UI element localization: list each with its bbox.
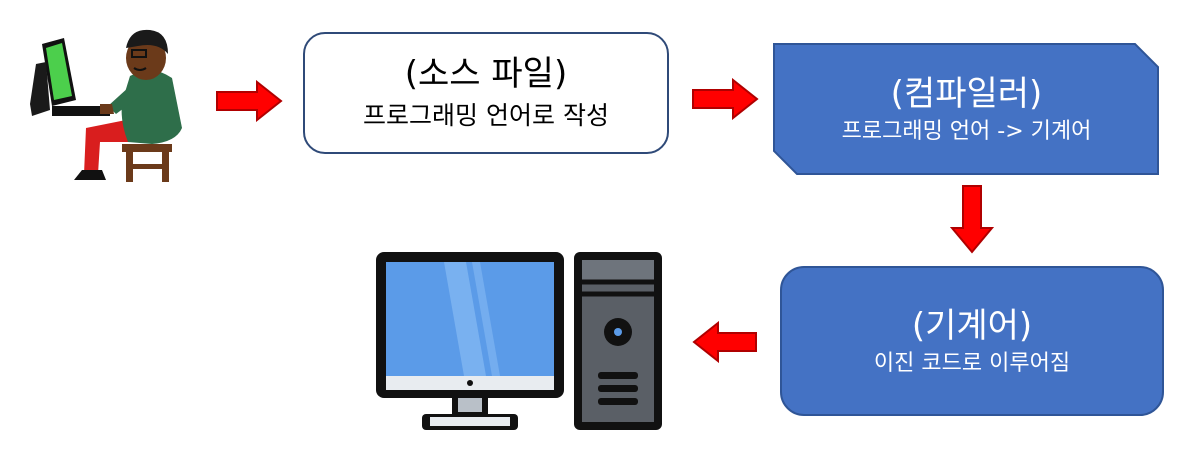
tower: [574, 252, 662, 430]
arrow-down: [950, 185, 994, 254]
arm: [108, 86, 140, 114]
hand: [100, 104, 114, 114]
programmer-at-computer-icon: [30, 29, 182, 182]
programmer-monitor: [30, 38, 76, 116]
compiler-title: (컴파일러): [890, 74, 1043, 114]
machine-code-title: (기계어): [911, 306, 1033, 346]
compiler-box-shape: [773, 43, 1159, 175]
stool: [122, 144, 172, 182]
compiler-box: (컴파일러) 프로그래밍 언어 -> 기계어: [775, 45, 1158, 173]
source-file-title: (소스 파일): [404, 54, 568, 94]
monitor: [376, 252, 564, 430]
torso: [121, 70, 182, 144]
keyboard: [52, 106, 110, 116]
source-file-box: (소스 파일) 프로그래밍 언어로 작성: [303, 32, 669, 154]
machine-code-subtitle: 이진 코드로 이루어짐: [873, 351, 1071, 376]
head: [126, 29, 168, 80]
machine-code-box: (기계어) 이진 코드로 이루어짐: [780, 266, 1164, 416]
arrow-right-2: [692, 78, 759, 120]
legs: [74, 120, 138, 180]
source-file-subtitle: 프로그래밍 언어로 작성: [363, 101, 609, 130]
arrow-right-1: [216, 80, 283, 122]
arrow-left: [692, 321, 757, 363]
compiler-subtitle: 프로그래밍 언어 -> 기계어: [841, 119, 1092, 144]
desktop-computer-icon: [376, 252, 662, 430]
